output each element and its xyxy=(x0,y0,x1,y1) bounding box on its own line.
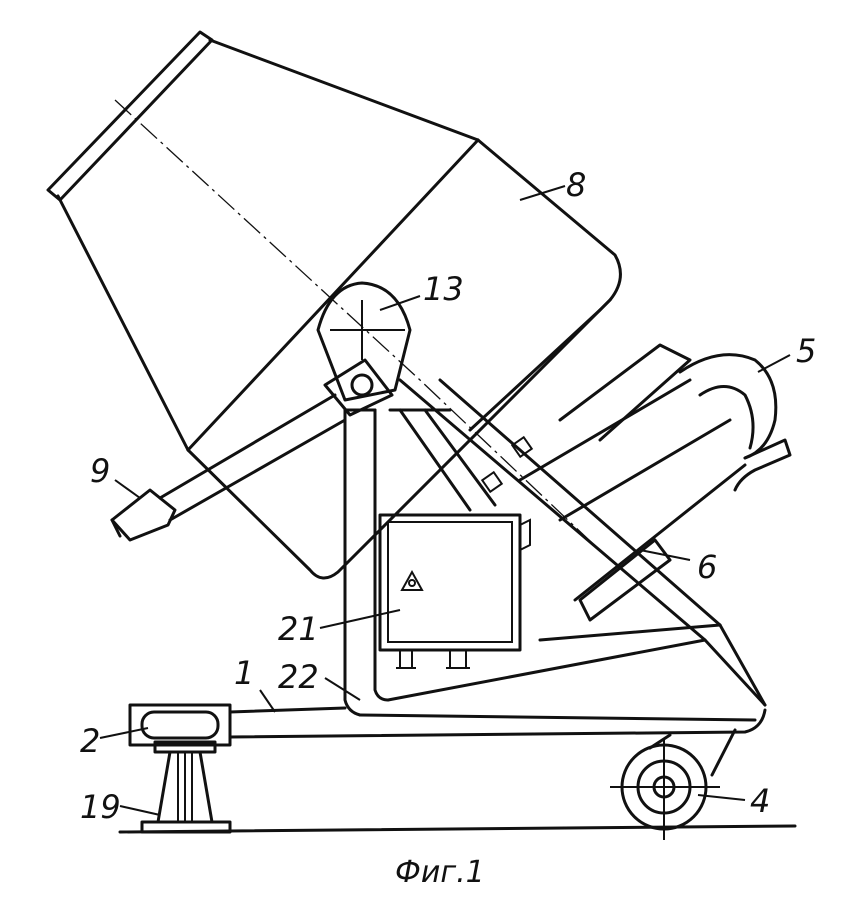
label-tow-bar: 1 xyxy=(234,654,254,692)
label-chute: 9 xyxy=(90,452,110,490)
discharge-chute xyxy=(110,393,347,542)
leader-lines xyxy=(99,185,791,816)
frame xyxy=(228,378,767,739)
label-control-box: 21 xyxy=(278,610,319,648)
mixer-drum xyxy=(46,30,622,580)
label-post: 22 xyxy=(278,658,319,696)
label-gearbox: 6 xyxy=(697,548,717,586)
control-box xyxy=(378,513,531,669)
figure-caption: Фиг.1 xyxy=(395,855,485,890)
label-pivot: 13 xyxy=(423,270,464,308)
label-wheel: 4 xyxy=(750,782,770,820)
label-drum: 8 xyxy=(566,166,586,204)
label-hitch: 2 xyxy=(80,722,100,760)
drive-unit xyxy=(518,343,792,622)
ground-line xyxy=(118,824,797,834)
wheel xyxy=(610,728,737,840)
tow-hitch xyxy=(128,703,232,747)
label-motor: 5 xyxy=(796,332,816,370)
support-stand xyxy=(140,740,232,834)
label-support-stand: 19 xyxy=(80,788,121,826)
pivot-plate xyxy=(316,281,412,417)
